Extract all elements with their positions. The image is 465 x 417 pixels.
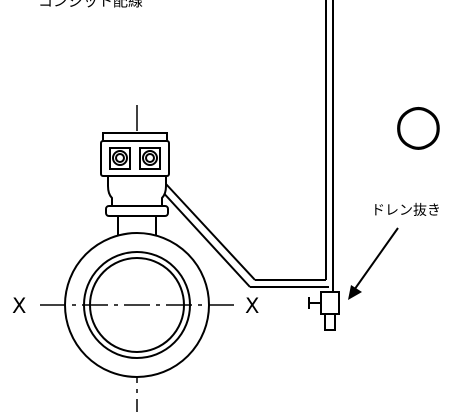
drain-arrow [348,227,399,300]
diagram-title: コンジット配線 [38,0,143,10]
axis-label-left: X [12,294,26,318]
drain-label: ドレン抜き [371,203,441,219]
flowmeter [40,105,238,412]
axis-label-right: X [245,294,259,318]
ok-mark: ○ [394,92,443,157]
drain-valve [308,291,340,331]
